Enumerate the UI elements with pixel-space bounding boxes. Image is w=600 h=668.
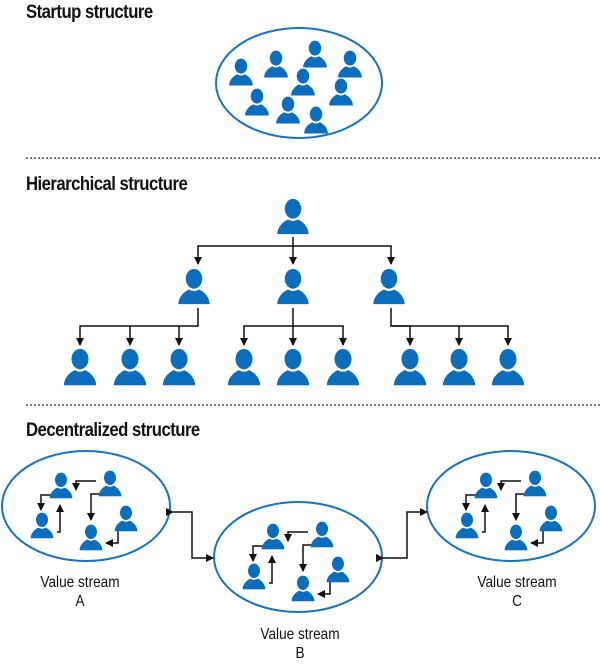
hierarchy-arrow — [76, 308, 199, 346]
stream-member-person-icon — [523, 470, 547, 497]
employee-person-icon — [442, 348, 476, 386]
value-stream-a-label: Value stream A — [29, 573, 131, 611]
collaboration-arrow — [317, 580, 331, 598]
startup-team-ellipse — [215, 27, 383, 139]
value-stream-a-ellipse — [1, 450, 171, 562]
startup-person-icon — [304, 106, 328, 134]
stream-member-person-icon — [49, 472, 73, 499]
startup-person-icon — [303, 40, 327, 68]
stream-member-person-icon — [539, 505, 563, 532]
stream-member-person-icon — [30, 512, 54, 539]
stream-member-person-icon — [455, 512, 479, 539]
startup-person-icon — [245, 88, 269, 116]
startup-person-icon — [229, 58, 253, 86]
decentralized-structure-title: Decentralized structure — [26, 420, 200, 441]
collaboration-arrow — [284, 531, 308, 542]
collaboration-arrow — [481, 504, 489, 533]
collaboration-arrow — [512, 493, 535, 521]
employee-person-icon — [326, 348, 360, 386]
employee-person-icon — [393, 348, 427, 386]
collaboration-arrow — [530, 529, 544, 547]
hierarchy-arrow — [391, 325, 414, 346]
employee-person-icon — [113, 348, 147, 386]
hierarchy-arrow — [390, 308, 512, 346]
value-stream-a-label-line2: A — [75, 593, 85, 610]
value-stream-c-label-line1: Value stream — [477, 574, 557, 591]
startup-structure-title: Startup structure — [26, 2, 153, 23]
employee-person-icon — [276, 348, 310, 386]
collaboration-arrow — [268, 555, 276, 584]
hierarchy-arrow — [194, 245, 293, 265]
employee-person-icon — [63, 348, 97, 386]
value-stream-c-ellipse — [426, 450, 596, 562]
startup-person-icon — [329, 78, 353, 106]
collaboration-arrow — [105, 529, 119, 547]
stream-member-person-icon — [310, 521, 334, 548]
stream-member-person-icon — [291, 575, 315, 602]
stream-member-person-icon — [504, 524, 528, 551]
stream-member-person-icon — [326, 556, 350, 583]
stream-member-person-icon — [261, 523, 285, 550]
startup-person-icon — [291, 68, 315, 96]
startup-person-icon — [338, 50, 362, 78]
hierarchy-arrow — [293, 325, 347, 346]
collaboration-arrow — [37, 494, 52, 511]
value-stream-b-label-line2: B — [295, 645, 305, 662]
stream-member-person-icon — [474, 472, 498, 499]
team-lead-person-icon — [373, 268, 405, 305]
startup-person-icon — [264, 50, 288, 78]
collaboration-arrow — [56, 504, 64, 533]
collaboration-arrow — [299, 544, 322, 572]
hierarchical-structure-title: Hierarchical structure — [26, 174, 188, 195]
stream-member-person-icon — [79, 524, 103, 551]
employee-person-icon — [491, 348, 525, 386]
value-stream-c-label-line2: C — [512, 593, 522, 610]
employee-person-icon — [162, 348, 196, 386]
collaboration-arrow — [87, 493, 110, 521]
inter-stream-arrow — [166, 508, 214, 562]
collaboration-arrow — [249, 545, 264, 562]
hierarchy-arrow — [293, 245, 395, 265]
collaboration-arrow — [72, 480, 96, 491]
stream-member-person-icon — [98, 470, 122, 497]
collaboration-arrow — [462, 494, 477, 511]
team-lead-person-icon — [178, 268, 210, 305]
value-stream-a-label-line1: Value stream — [40, 574, 120, 591]
team-lead-person-icon — [277, 268, 309, 305]
value-stream-b-label-line1: Value stream — [260, 626, 340, 643]
startup-person-icon — [276, 96, 300, 124]
collaboration-arrow — [497, 480, 521, 491]
value-stream-b-label: Value stream B — [249, 625, 351, 663]
stream-member-person-icon — [242, 563, 266, 590]
inter-stream-arrow — [376, 508, 428, 562]
employee-person-icon — [227, 348, 261, 386]
stream-member-person-icon — [114, 505, 138, 532]
hierarchy-arrow — [240, 325, 293, 346]
value-stream-c-label: Value stream C — [466, 573, 568, 611]
manager-person-icon — [277, 198, 309, 235]
